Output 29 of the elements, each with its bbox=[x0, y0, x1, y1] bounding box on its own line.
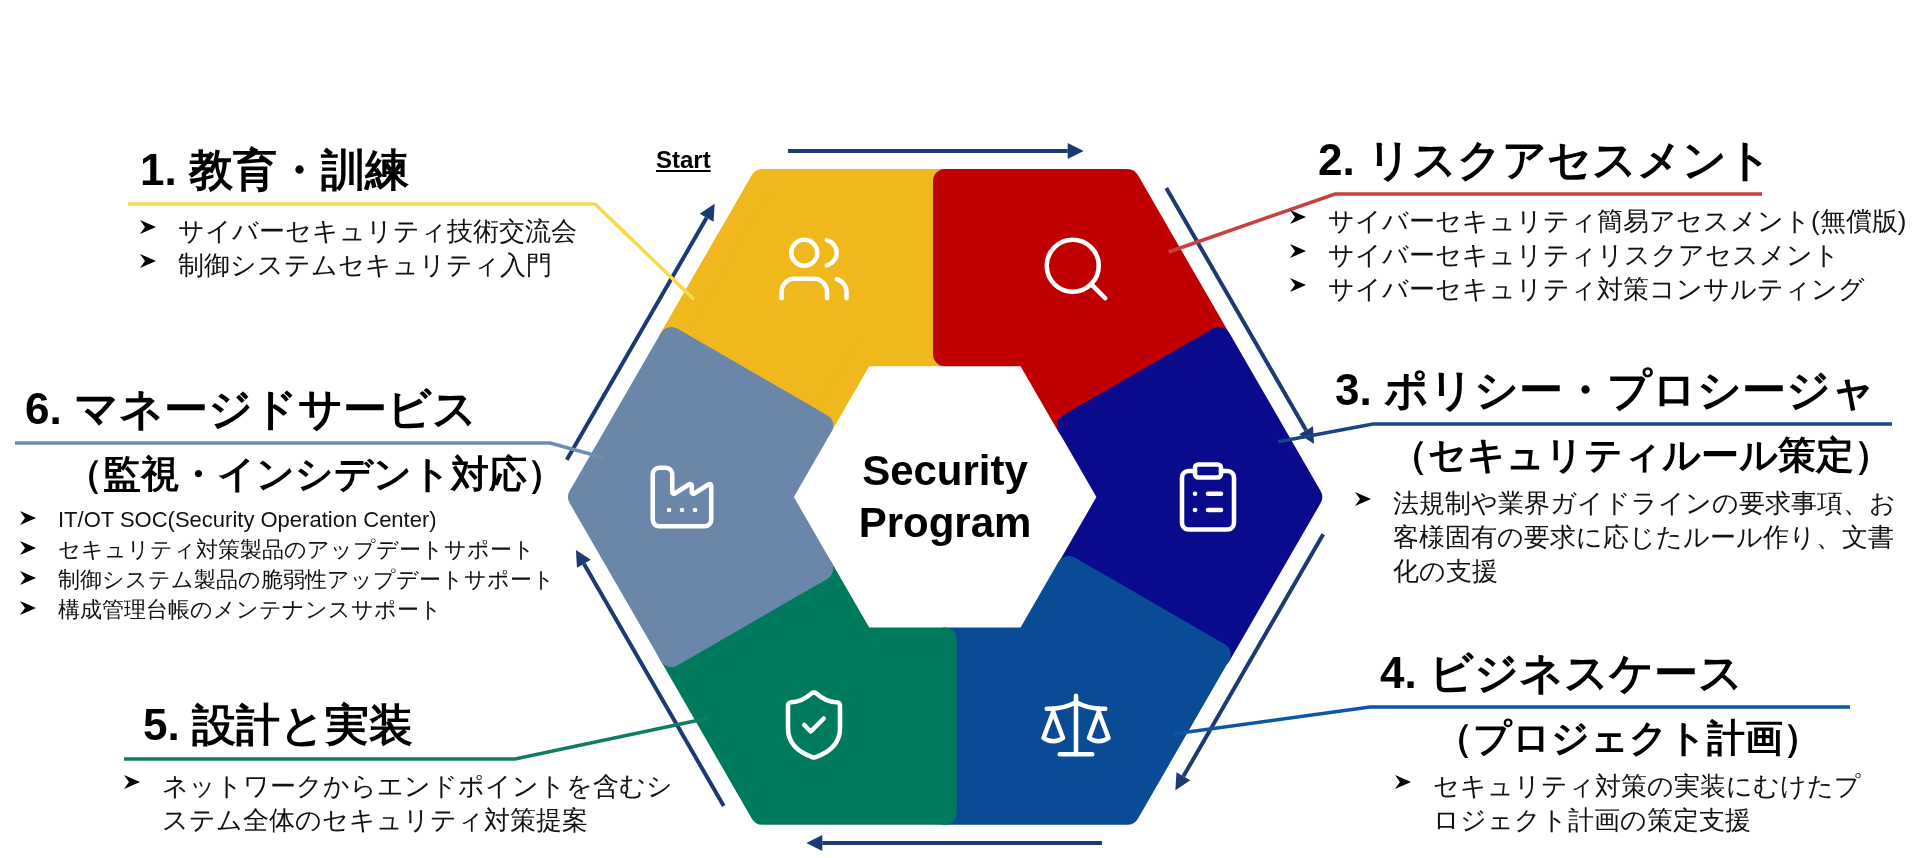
bullet-text: サイバーセキュリティ簡易アセスメント(無償版) bbox=[1328, 205, 1907, 238]
bullet-text: セキュリティ対策の実装にむけたプロジェクト計画の策定支援 bbox=[1433, 770, 1862, 837]
bullet-text: サイバーセキュリティ技術交流会 bbox=[178, 215, 577, 248]
section-heading: 3. ポリシー・プロシージャ bbox=[1335, 364, 1877, 416]
section-heading: 1. 教育・訓練 bbox=[140, 144, 410, 196]
center-title: Security Program bbox=[857, 446, 1033, 548]
bullet-text: サイバーセキュリティ対策コンサルティング bbox=[1328, 273, 1865, 306]
bullet-text: IT/OT SOC(Security Operation Center) bbox=[58, 506, 437, 534]
leader-line bbox=[1172, 705, 1850, 736]
section-heading: 5. 設計と実装 bbox=[143, 699, 414, 751]
bullet-text: 制御システムセキュリティ入門 bbox=[178, 249, 552, 282]
bullet-text: セキュリティ対策製品のアップデートサポート bbox=[58, 536, 535, 564]
bullet-text: ネットワークからエンドポイントを含むシステム全体のセキュリティ対策提案 bbox=[162, 770, 674, 837]
leader-line bbox=[1277, 422, 1892, 444]
leader-line bbox=[15, 441, 604, 460]
section-heading: 6. マネージドサービス bbox=[25, 383, 478, 435]
leader-line bbox=[124, 716, 709, 761]
bullet-text: サイバーセキュリティリスクアセスメント bbox=[1328, 239, 1840, 272]
bullet-text: 構成管理台帳のメンテナンスサポート bbox=[58, 596, 442, 624]
bullet-text: 制御システム製品の脆弱性アップデートサポート bbox=[58, 566, 555, 594]
section-subheading: （プロジェクト計画） bbox=[1435, 716, 1822, 761]
start-label: Start bbox=[656, 146, 711, 174]
section-heading: 2. リスクアセスメント bbox=[1318, 134, 1773, 186]
leader-line bbox=[1168, 192, 1762, 254]
section-subheading: （監視・インシデント対応） bbox=[65, 452, 566, 497]
section-heading: 4. ビジネスケース bbox=[1380, 647, 1744, 699]
bullet-text: 法規制や業界ガイドラインの要求事項、お客様固有の要求に応じたルール作り、文書化の支援 bbox=[1393, 487, 1897, 588]
leader-line bbox=[128, 202, 696, 301]
section-subheading: （セキュリティルール策定） bbox=[1390, 433, 1893, 478]
